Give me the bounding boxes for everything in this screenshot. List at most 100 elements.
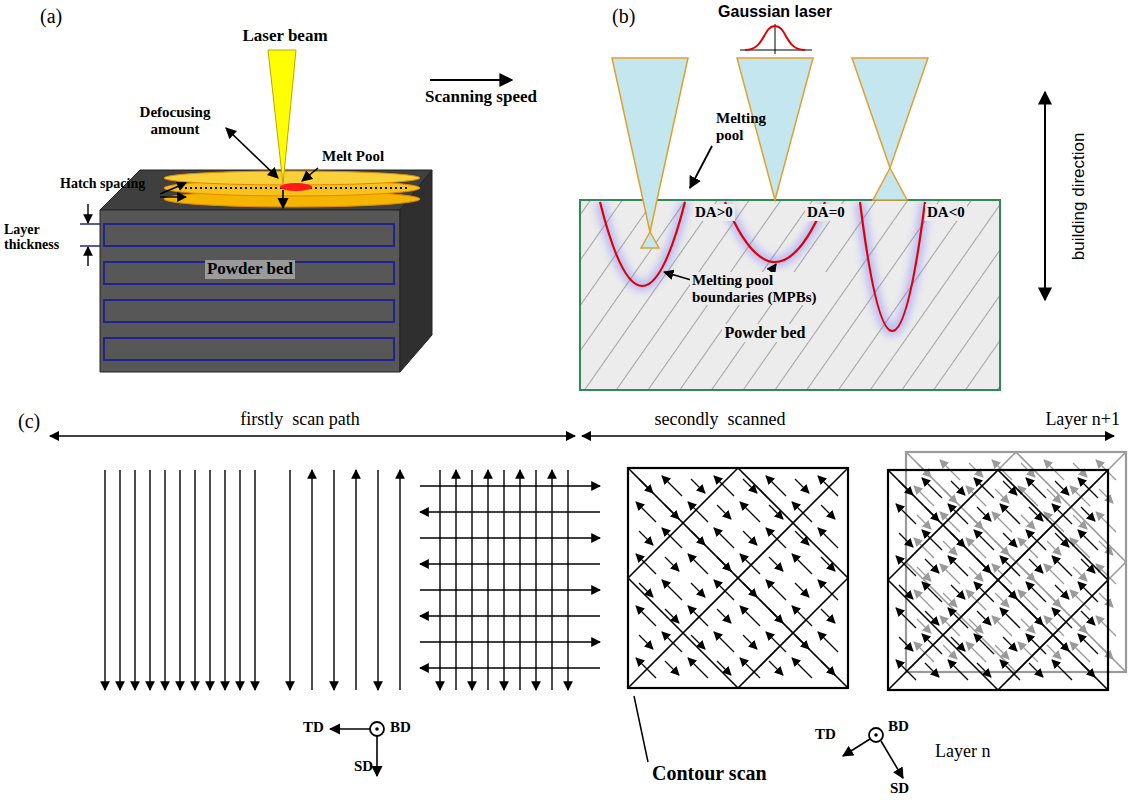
scan-stroke <box>922 530 942 550</box>
scan-stroke <box>888 470 1108 690</box>
scan-stroke <box>639 583 653 597</box>
scan-stroke <box>766 580 786 600</box>
scan-stroke <box>535 470 536 690</box>
scan-stroke <box>899 637 913 651</box>
scan-stroke <box>896 504 916 524</box>
scan-stroke <box>1003 481 1017 495</box>
scan-square <box>628 468 848 688</box>
scan-stroke <box>1018 590 1038 610</box>
scan-stroke <box>1029 507 1043 521</box>
scan-stroke <box>896 660 916 680</box>
scan-stroke <box>1026 582 1046 602</box>
figure-label: TD <box>303 719 324 736</box>
scan-stroke <box>420 641 600 642</box>
scan-stroke <box>977 559 991 573</box>
scan-stroke <box>940 616 960 636</box>
figure-label: (a) <box>40 5 62 27</box>
scan-stroke <box>769 661 783 675</box>
scan-stroke <box>992 564 1012 584</box>
scan-stroke <box>917 515 931 529</box>
scan-stroke <box>743 583 757 597</box>
scan-stroke <box>717 609 731 623</box>
region-label: DA=0 <box>805 204 847 221</box>
scan-stroke <box>992 512 1012 532</box>
scan-stroke <box>254 470 255 690</box>
scan-stroke <box>917 567 931 581</box>
scan-stroke <box>743 531 757 545</box>
gaussian-profile <box>740 24 812 54</box>
scan-stroke <box>688 554 708 574</box>
scan-stroke <box>969 515 983 529</box>
scan-stroke <box>925 663 939 677</box>
leader-line <box>302 168 318 181</box>
scan-stroke <box>899 533 913 547</box>
scan-stroke <box>899 481 913 495</box>
leader-line <box>160 183 186 194</box>
scan-stroke <box>1003 585 1017 599</box>
figure-label: BD <box>888 718 909 735</box>
scan-stroke <box>1081 507 1095 521</box>
scan-stroke <box>455 470 456 690</box>
scan-stroke <box>1047 593 1061 607</box>
scan-stroke <box>977 611 991 625</box>
scan-arrow <box>430 79 512 81</box>
scan-stroke <box>943 489 957 503</box>
scan-stroke <box>1003 637 1017 651</box>
scan-stroke <box>977 507 991 521</box>
scan-stroke <box>995 645 1009 659</box>
scan-stroke <box>1018 486 1038 506</box>
scan-stroke <box>1044 564 1064 584</box>
scan-stroke <box>1081 559 1095 573</box>
scan-stroke <box>1047 541 1061 555</box>
scan-stroke <box>636 502 656 522</box>
scan-stroke <box>1073 619 1087 633</box>
scan-stroke <box>1044 512 1064 532</box>
scan-stroke <box>1047 489 1061 503</box>
scan-stroke <box>1000 608 1020 628</box>
scan-stroke <box>966 642 986 662</box>
scan-stroke <box>1099 541 1113 555</box>
powder-bed-region: DA>0DA=0DA<0Melting pool boundaries (MPB… <box>580 200 1000 390</box>
scan-stroke <box>134 470 135 690</box>
scan-stroke <box>969 567 983 581</box>
scan-stroke <box>717 505 731 519</box>
region-label: Melting pool boundaries (MPBs) <box>690 272 834 305</box>
scan-stroke <box>766 632 786 652</box>
scan-stroke <box>691 635 705 649</box>
defocus-arrow <box>226 128 278 178</box>
scan-stroke <box>1070 642 1090 662</box>
scan-tracks <box>164 171 420 207</box>
scan-stroke <box>420 615 600 616</box>
figure-label: Layer n <box>935 742 990 762</box>
scan-stroke <box>769 505 783 519</box>
scan-stroke <box>1099 645 1113 659</box>
figure-label: SD <box>890 780 909 797</box>
scan-stroke <box>662 476 682 496</box>
leader-line <box>772 264 776 270</box>
scan-stroke <box>818 580 838 600</box>
powder-bed-region: Powder bed <box>100 210 400 372</box>
scan-stroke <box>1073 515 1087 529</box>
scan-stroke <box>662 580 682 600</box>
leader-line <box>634 696 648 762</box>
scan-stroke <box>951 637 965 651</box>
scan-stroke <box>1026 478 1046 498</box>
scan-stroke <box>792 658 812 678</box>
scan-stroke <box>420 511 600 512</box>
figure-label: Hatch spacing <box>60 176 145 191</box>
axes-1 <box>330 722 384 776</box>
scan-stroke <box>1078 582 1098 602</box>
scan-stroke <box>966 486 986 506</box>
scan-stroke <box>792 502 812 522</box>
scan-stroke <box>998 470 1108 580</box>
figure-label: Gaussian laser <box>718 3 832 21</box>
scan-stroke <box>1070 538 1090 558</box>
scan-stroke <box>1081 663 1095 677</box>
scan-stroke <box>224 470 225 690</box>
scan-stroke <box>914 486 934 506</box>
scan-stroke <box>1000 660 1020 680</box>
scan-stroke <box>818 528 838 548</box>
scan-stroke <box>164 470 165 690</box>
scan-stroke <box>995 489 1009 503</box>
thickness-tick <box>80 245 100 247</box>
